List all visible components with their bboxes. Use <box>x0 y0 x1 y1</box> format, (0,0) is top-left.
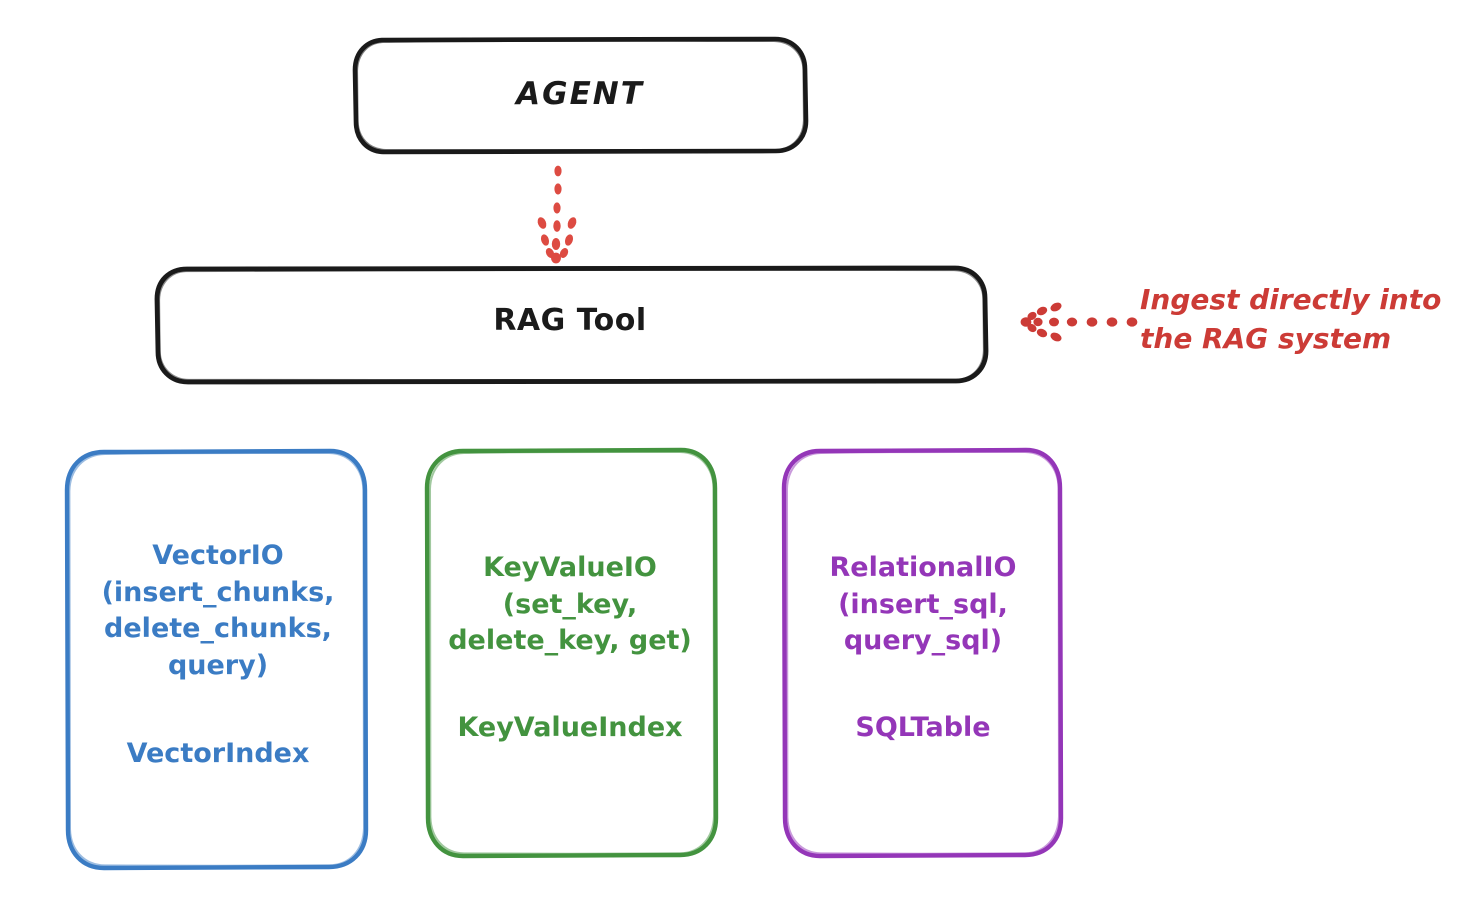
node-rag-tool[interactable] <box>154 265 989 385</box>
rag-tool-box-outline <box>154 265 989 385</box>
node-key-value-io[interactable] <box>424 447 719 859</box>
node-vector-io[interactable] <box>64 448 369 871</box>
relational-io-box-outline <box>781 447 1064 859</box>
agent-box-sketch-overlay <box>355 39 806 152</box>
relational-io-box-sketch-overlay <box>786 450 1060 855</box>
vector-io-box-outline <box>64 448 369 871</box>
edge-agent-to-rag-tool <box>537 165 577 264</box>
node-relational-io[interactable] <box>781 447 1064 859</box>
key-value-io-box-outline <box>424 447 719 859</box>
vector-io-box-sketch-overlay <box>68 451 365 867</box>
agent-box-outline <box>352 36 809 155</box>
key-value-io-box-sketch-overlay <box>429 450 715 855</box>
rag-tool-box-sketch-overlay <box>157 268 986 382</box>
node-agent[interactable] <box>352 36 809 155</box>
edge-annotation-arrow <box>1020 302 1138 342</box>
